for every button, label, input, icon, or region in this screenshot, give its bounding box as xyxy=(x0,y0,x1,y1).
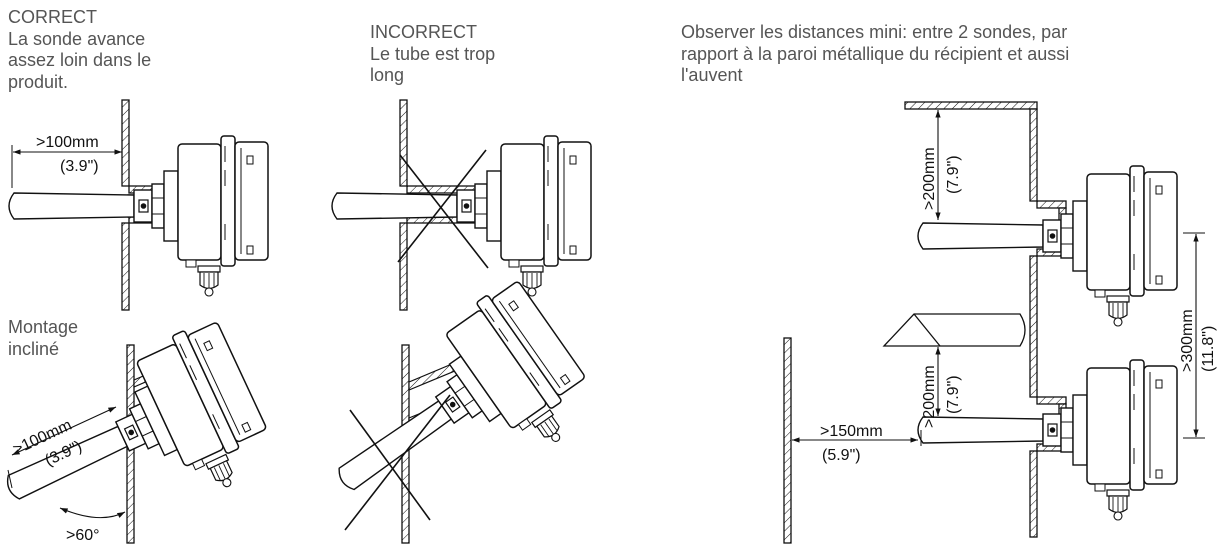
inclined-depth-line xyxy=(11,406,117,456)
caption-incorrect-line-2: long xyxy=(370,65,405,85)
caption-incorrect-title: INCORRECT xyxy=(370,22,477,42)
caption-inclined-line-1: Montage xyxy=(8,317,79,337)
extension-line xyxy=(7,469,13,489)
level-switch xyxy=(331,135,592,297)
caption-correct-title: CORRECT xyxy=(8,7,97,27)
tank-wall-segment-2 xyxy=(1029,255,1038,398)
tank-ceiling xyxy=(904,101,1038,110)
level-switch xyxy=(8,135,269,297)
cross-mark-stroke-2 xyxy=(397,149,487,263)
angle-label: >60° xyxy=(66,527,100,544)
lower-nozzle-top xyxy=(1036,396,1067,405)
caption-incorrect-line-1: Le tube est trop xyxy=(370,43,496,64)
upper-nozzle-top xyxy=(1036,200,1067,209)
caption-correct-line-1: La sonde avance xyxy=(8,28,146,49)
tank-wall-lower xyxy=(121,222,130,311)
caption-min-distances-line-1: Observer les distances mini: entre 2 son… xyxy=(681,22,1068,42)
awning-edge xyxy=(913,313,941,347)
tank-wall-upper xyxy=(121,99,130,187)
depth-dim-in: (3.9") xyxy=(60,158,99,175)
cross-mark-stroke-1 xyxy=(399,154,489,269)
panel-incorrect xyxy=(331,99,592,311)
awning-gap-mm: >200mm xyxy=(921,365,938,428)
panel-inclined-correct: >100mm (3.9") >60° xyxy=(0,315,283,546)
caption-correct: CORRECT La sonde avance assez loin dans … xyxy=(8,7,151,93)
awning-gap-in: (7.9") xyxy=(945,375,962,414)
tank-wall-lower xyxy=(399,222,408,311)
panel-min-distances: >200mm (7.9") >200mm (7.9") >150mm (5.9"… xyxy=(783,101,1217,544)
level-switch xyxy=(301,275,608,546)
probe-spacing-mm: >300mm xyxy=(1179,309,1196,372)
tank-wall-segment-3 xyxy=(1029,450,1038,538)
panel-correct: >100mm (3.9") xyxy=(8,99,269,311)
caption-inclined-line-2: incliné xyxy=(8,338,60,359)
caption-correct-line-2: assez loin dans le xyxy=(8,50,152,70)
angle-arc xyxy=(59,507,126,519)
opposite-wall xyxy=(783,337,792,544)
ceiling-gap-mm: >200mm xyxy=(921,147,938,210)
caption-incorrect: INCORRECT Le tube est trop long xyxy=(370,22,495,87)
ceiling-gap-in: (7.9") xyxy=(945,155,962,194)
caption-min-distances-line-2: rapport à la paroi métallique du récipie… xyxy=(681,43,1070,64)
awning xyxy=(882,313,1026,347)
panel-inclined-incorrect xyxy=(301,275,608,546)
caption-min-distances: Observer les distances mini: entre 2 son… xyxy=(681,22,1069,87)
wall-gap-in: (5.9") xyxy=(822,447,861,464)
depth-dim-mm: >100mm xyxy=(36,134,99,151)
cross-mark-stroke-2 xyxy=(344,394,451,531)
caption-correct-line-3: produit. xyxy=(8,71,69,92)
caption-min-distances-line-3: l'auvent xyxy=(681,65,743,85)
caption-inclined-mount: Montage incliné xyxy=(8,317,78,360)
tank-wall-upper xyxy=(399,99,408,187)
probe-spacing-in: (11.8") xyxy=(1200,326,1217,372)
wall-gap-mm: >150mm xyxy=(820,423,883,440)
tank-wall-segment-1 xyxy=(1029,108,1038,202)
cross-mark-stroke-1 xyxy=(349,409,431,521)
